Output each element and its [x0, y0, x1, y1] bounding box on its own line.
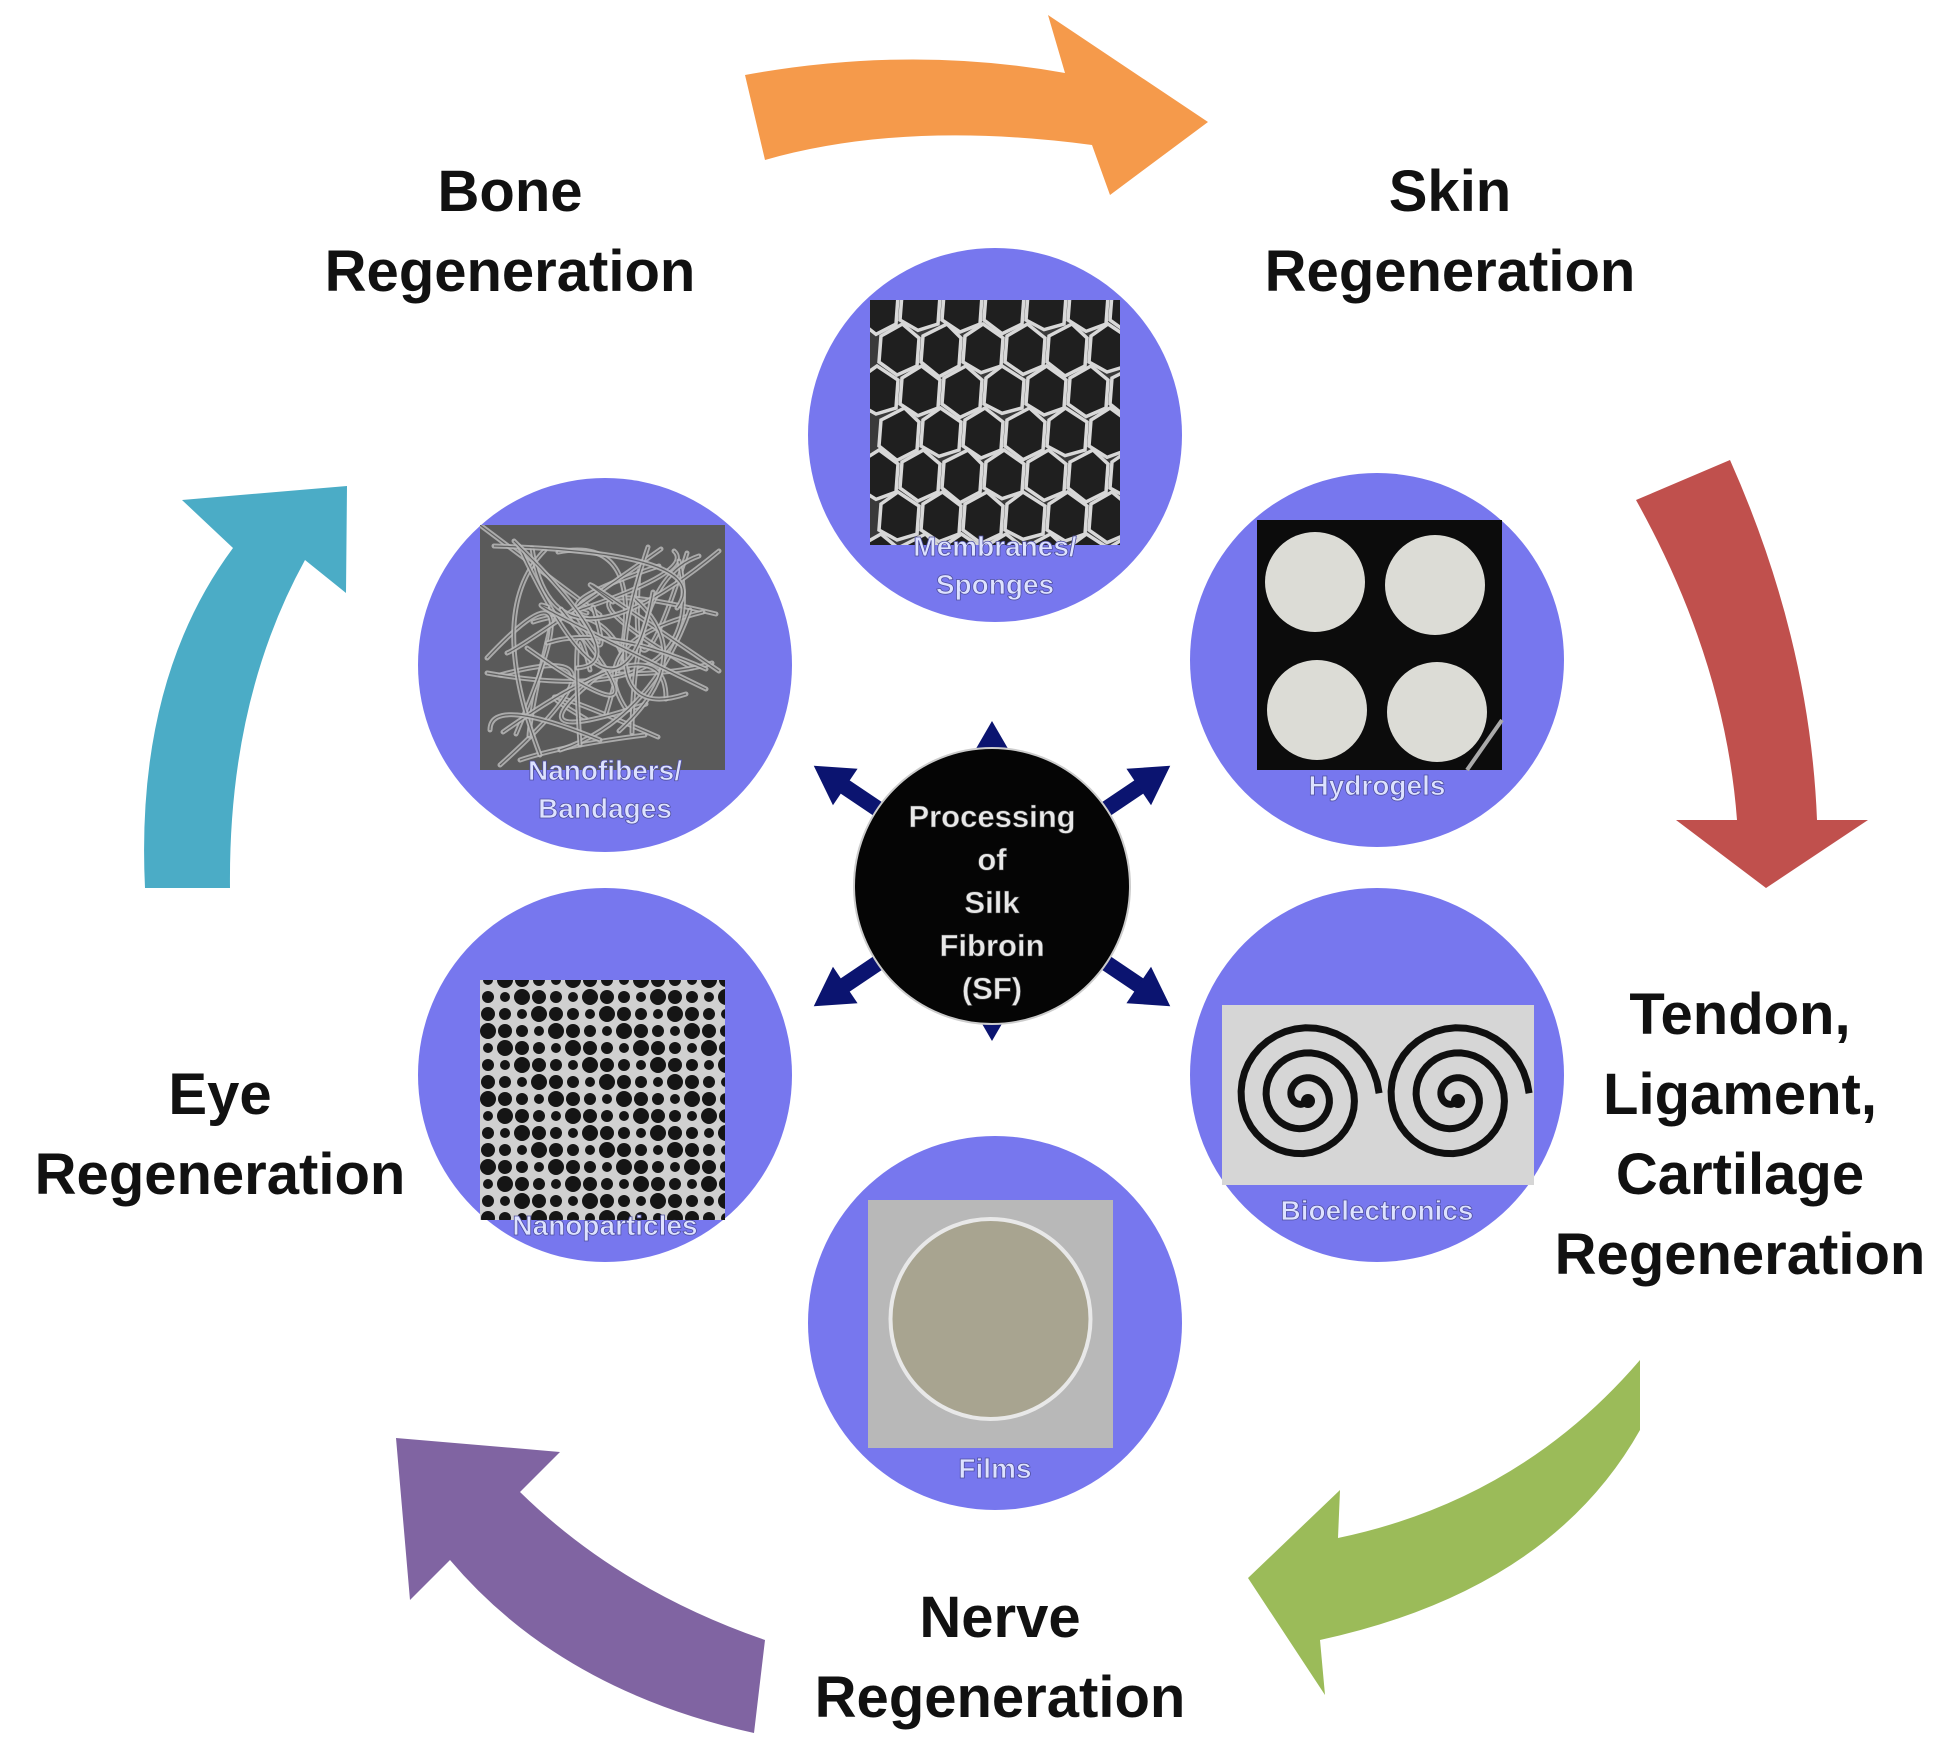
eye-line-1: Regeneration: [34, 1142, 406, 1207]
cycle-arrow-tendon-to-nerve: [1248, 1360, 1640, 1695]
label-skin-regeneration: Skin Regeneration: [1240, 152, 1660, 312]
label-tendon-ligament-cartilage-regeneration: Tendon, Ligament, Cartilage Regeneration: [1530, 975, 1950, 1295]
tendon-line-2: Cartilage: [1615, 1142, 1865, 1207]
form-image-nanoparticles: [480, 980, 725, 1220]
regeneration-cycle-arrows: [144, 15, 1868, 1733]
center-line-4: (SF): [962, 971, 1022, 1006]
form-nanofibers: Nanofibers/Bandages: [418, 478, 792, 852]
form-image-bioelectronics: [1222, 1005, 1534, 1185]
form-image-films: [868, 1200, 1113, 1448]
form-label-nanoparticles-0: Nanoparticles: [512, 1210, 697, 1241]
tendon-line-1: Ligament,: [1603, 1062, 1877, 1127]
center-line-3: Fibroin: [939, 928, 1044, 963]
form-bioelectronics: Bioelectronics: [1190, 888, 1564, 1262]
nerve-line-0: Nerve: [919, 1585, 1081, 1650]
form-membranes: Membranes/Sponges: [808, 248, 1182, 622]
form-image-nanofibers: [480, 525, 725, 770]
form-hydrogels: Hydrogels: [1190, 473, 1564, 847]
cycle-arrow-nerve-to-eye: [396, 1438, 765, 1733]
center-line-0: Processing: [908, 799, 1075, 834]
tendon-line-0: Tendon,: [1629, 982, 1851, 1047]
skin-line-1: Regeneration: [1264, 239, 1636, 304]
bone-line-0: Bone: [437, 159, 583, 224]
cycle-arrow-skin-to-tendon: [1636, 460, 1868, 888]
form-image-membranes: [870, 300, 1120, 545]
form-label-membranes-1: Sponges: [936, 569, 1054, 600]
form-nanoparticles: Nanoparticles: [418, 888, 792, 1262]
cycle-arrow-bone-to-skin: [745, 15, 1208, 195]
label-eye-regeneration: Eye Regeneration: [10, 1055, 430, 1215]
nerve-line-1: Regeneration: [814, 1665, 1186, 1730]
center-hub: Processing of Silk Fibroin (SF): [853, 747, 1131, 1025]
bone-line-1: Regeneration: [324, 239, 696, 304]
tendon-line-3: Regeneration: [1554, 1222, 1926, 1287]
center-line-1: of: [977, 842, 1007, 877]
form-label-bioelectronics-0: Bioelectronics: [1281, 1195, 1474, 1226]
center-circle: [853, 747, 1131, 1025]
form-films: Films: [808, 1136, 1182, 1510]
processed-forms: Membranes/SpongesHydrogelsBioelectronics…: [418, 248, 1564, 1510]
form-label-nanofibers-0: Nanofibers/: [528, 755, 682, 786]
eye-line-0: Eye: [168, 1062, 272, 1127]
form-image-hydrogels: [1257, 520, 1504, 772]
form-label-membranes-0: Membranes/: [913, 531, 1077, 562]
label-nerve-regeneration: Nerve Regeneration: [790, 1578, 1210, 1738]
skin-line-0: Skin: [1388, 159, 1512, 224]
form-label-hydrogels-0: Hydrogels: [1309, 770, 1446, 801]
form-label-nanofibers-1: Bandages: [538, 793, 672, 824]
cycle-arrow-eye-to-bone: [144, 486, 347, 888]
center-line-2: Silk: [964, 885, 1020, 920]
form-label-films-0: Films: [958, 1453, 1031, 1484]
label-bone-regeneration: Bone Regeneration: [300, 152, 720, 312]
